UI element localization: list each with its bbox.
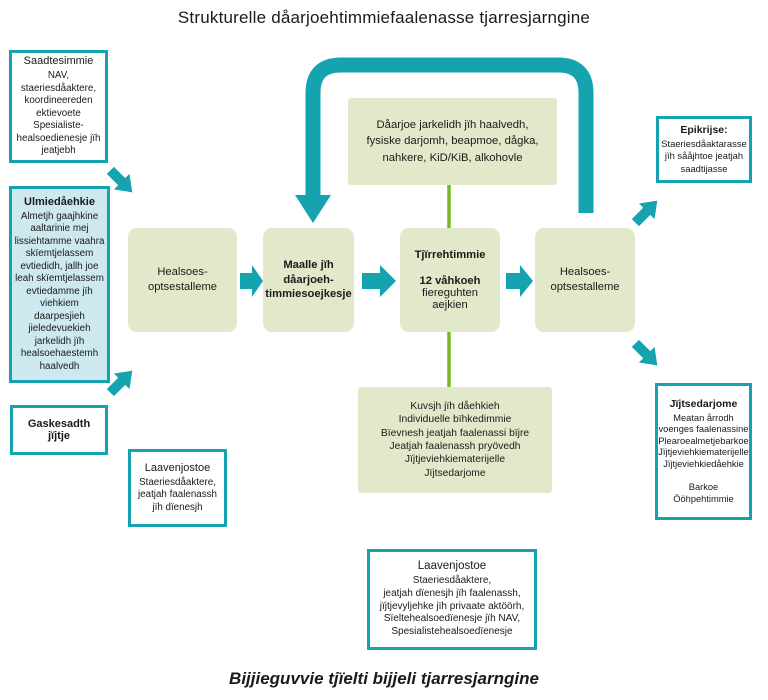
flow-step-3-duration: 12 våhkoeh (419, 275, 481, 287)
flow-step-3: Tjïrrehtimmie 12 våhkoeh fiereguhten aej… (400, 228, 500, 332)
activities-text: Kuvsjh jïh dåehkieh Individuelle bïhkedi… (380, 400, 530, 479)
flow-step-3-frequency: fiereguhten aejkien (422, 287, 478, 311)
self-activity-box: Jïjtsedarjome Meatan årrodh voenges faal… (655, 383, 752, 520)
flow-step-1-label: Healsoes- optsestalleme (147, 266, 218, 293)
flow-step-4: Healsoes- optsestalleme (535, 228, 635, 332)
flow-arrow-1-icon (240, 265, 263, 297)
epicrisis-out-arrow-icon (631, 200, 658, 227)
collaboration-left-heading: Laavenjostoe (144, 461, 211, 474)
self-contact-box: Gaskesadth jïjtje (10, 405, 108, 455)
cycle-arc-arrowhead-icon (295, 195, 331, 223)
activities-box: Kuvsjh jïh dåehkieh Individuelle bïhkedi… (358, 387, 552, 493)
flow-arrow-2-icon (362, 265, 396, 297)
self-activity-out-arrow-icon (631, 339, 658, 366)
page-title: Strukturelle dåarjoehtimmiefaalenasse tj… (177, 8, 591, 27)
referral-heading: Saadtesimmie (23, 55, 94, 68)
flow-step-3-title: Tjïrrehtimmie (414, 249, 486, 261)
collaboration-left-body: Staeriesdåaktere, jeatjah faalenassh jïh… (138, 476, 217, 513)
self-contact-heading: Gaskesadth jïjtje (27, 418, 91, 442)
target-group-heading: Ulmiedåehkie (24, 195, 95, 208)
self-activity-body: Meatan årrodh voenges faalenassine Plear… (658, 412, 749, 504)
page-caption: Bijjieguvvie tjïelti bijjeli tjarresjarn… (229, 669, 539, 688)
flow-step-4-label: Healsoes- optsestalleme (550, 266, 620, 293)
flow-step-2-label: Maalle jïh dåarjoeh- timmiesoejkesje (265, 259, 352, 301)
referral-box: Saadtesimmie NAV, staeriesdåaktere, koor… (9, 50, 108, 163)
collaboration-left-box: Laavenjostoe Staeriesdåaktere, jeatjah f… (128, 449, 227, 527)
epicrisis-box: Epikrijse: Staeriesdåaktarasse jïh sååjh… (656, 116, 752, 183)
flow-arrow-3-icon (506, 265, 533, 297)
collaboration-bottom-body: Staeriesdåaktere, jeatjah dïenesjh jïh f… (379, 575, 525, 638)
collaboration-bottom-heading: Laavenjostoe (417, 560, 487, 572)
support-topics-box: Dåarjoe jarkelidh jïh haalvedh, fysiske … (348, 98, 557, 185)
self-activity-heading: Jïjtsedarjome (669, 397, 738, 410)
collaboration-bottom-box: Laavenjostoe Staeriesdåaktere, jeatjah d… (367, 549, 537, 650)
flow-step-2: Maalle jïh dåarjoeh- timmiesoejkesje (263, 228, 354, 332)
referral-body: NAV, staeriesdåaktere, koordineereden ek… (16, 70, 101, 157)
epicrisis-heading: Epikrijse: (680, 124, 728, 137)
epicrisis-body: Staeriesdåaktarasse jïh sååjhtoe jeatjah… (661, 138, 747, 174)
target-group-body: Almetjh gaajhkine aaltarinie mej lissieh… (14, 210, 105, 372)
support-topics-text: Dåarjoe jarkelidh jïh haalvedh, fysiske … (366, 119, 539, 164)
target-group-box: Ulmiedåehkie Almetjh gaajhkine aaltarini… (9, 186, 110, 383)
flow-step-1: Healsoes- optsestalleme (128, 228, 237, 332)
